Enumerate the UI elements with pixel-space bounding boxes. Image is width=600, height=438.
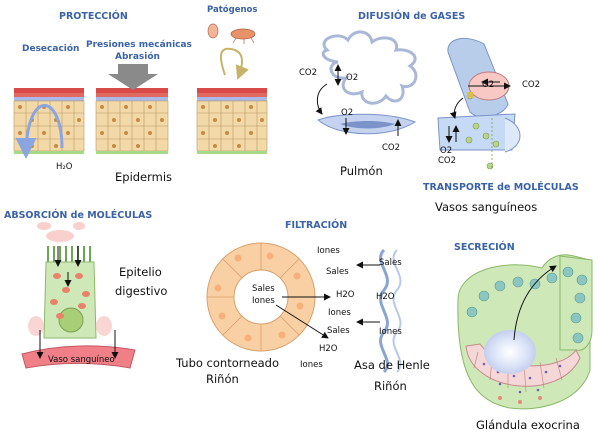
label-o2-vessel: O2 [440,146,453,156]
label-tubo: Tubo contorneado [176,356,280,370]
label-epitelio: Epitelio [119,265,162,279]
heading-proteccion: PROTECCIÓN [59,11,128,22]
label-co2-vessel: CO2 [438,156,457,166]
label-vaso: Vaso sanguíneo [48,355,115,365]
label-sales-2: Sales [327,326,350,336]
label-rinon-asa: Riñón [374,379,407,393]
label-sales-1: Sales [326,267,349,277]
alveolus [315,30,418,136]
tubule-ring [206,242,331,352]
label-co2-membrane: CO2 [382,143,401,153]
epidermis-block-3 [196,23,268,154]
label-asa-henle: Asa de Henle [354,358,430,372]
epidermis-block-2 [95,64,169,154]
label-iones-3: Iones [300,360,323,370]
label-rinon-tubo: Riñón [206,372,239,386]
label-desecacion: Desecación [22,44,80,54]
label-co2-alveolus: CO2 [299,68,318,78]
henle-loop [356,248,402,374]
label-asa-sales: Sales [379,258,402,268]
label-o2-membrane: O2 [341,108,354,118]
label-sales-lumen: Sales [252,284,275,294]
label-pulmon: Pulmón [340,164,383,178]
label-glandula: Glándula exocrina [476,418,580,432]
label-iones-1: Iones [317,246,340,256]
intestinal-cell [21,222,136,369]
heading-difusion: DIFUSIÓN de GASES [358,11,466,22]
label-iones-2: Iones [328,308,351,318]
label-vasos: Vasos sanguíneos [435,200,538,214]
label-o2-capillary: O2 [482,80,495,90]
label-asa-h2o: H2O [376,292,395,302]
label-o2-alveolus: O2 [346,73,359,83]
label-epidermis: Epidermis [115,170,173,184]
label-presiones: Presiones mecánicas [86,40,192,50]
capillary [437,37,521,170]
epidermis-block-1 [13,88,85,159]
label-iones-lumen: Iones [252,296,275,306]
label-co2-capillary: CO2 [522,80,541,90]
heading-absorcion: ABSORCIÓN de MOLÉCULAS [4,210,153,221]
heading-filtracion: FILTRACIÓN [285,220,348,231]
label-h2o-epidermis: H₂O [56,162,73,172]
label-digestivo: digestivo [115,284,168,298]
heading-patogenos: Patógenos [207,5,258,15]
label-h2o-2: H2O [319,344,338,354]
heading-transporte: TRANSPORTE de MOLÉCULAS [423,182,579,193]
heading-secrecion: SECRECIÓN [454,242,515,253]
label-asa-iones: Iones [379,327,402,337]
label-h2o-1: H2O [336,290,355,300]
exocrine-gland [457,254,593,410]
label-abrasion: Abrasión [115,52,160,62]
